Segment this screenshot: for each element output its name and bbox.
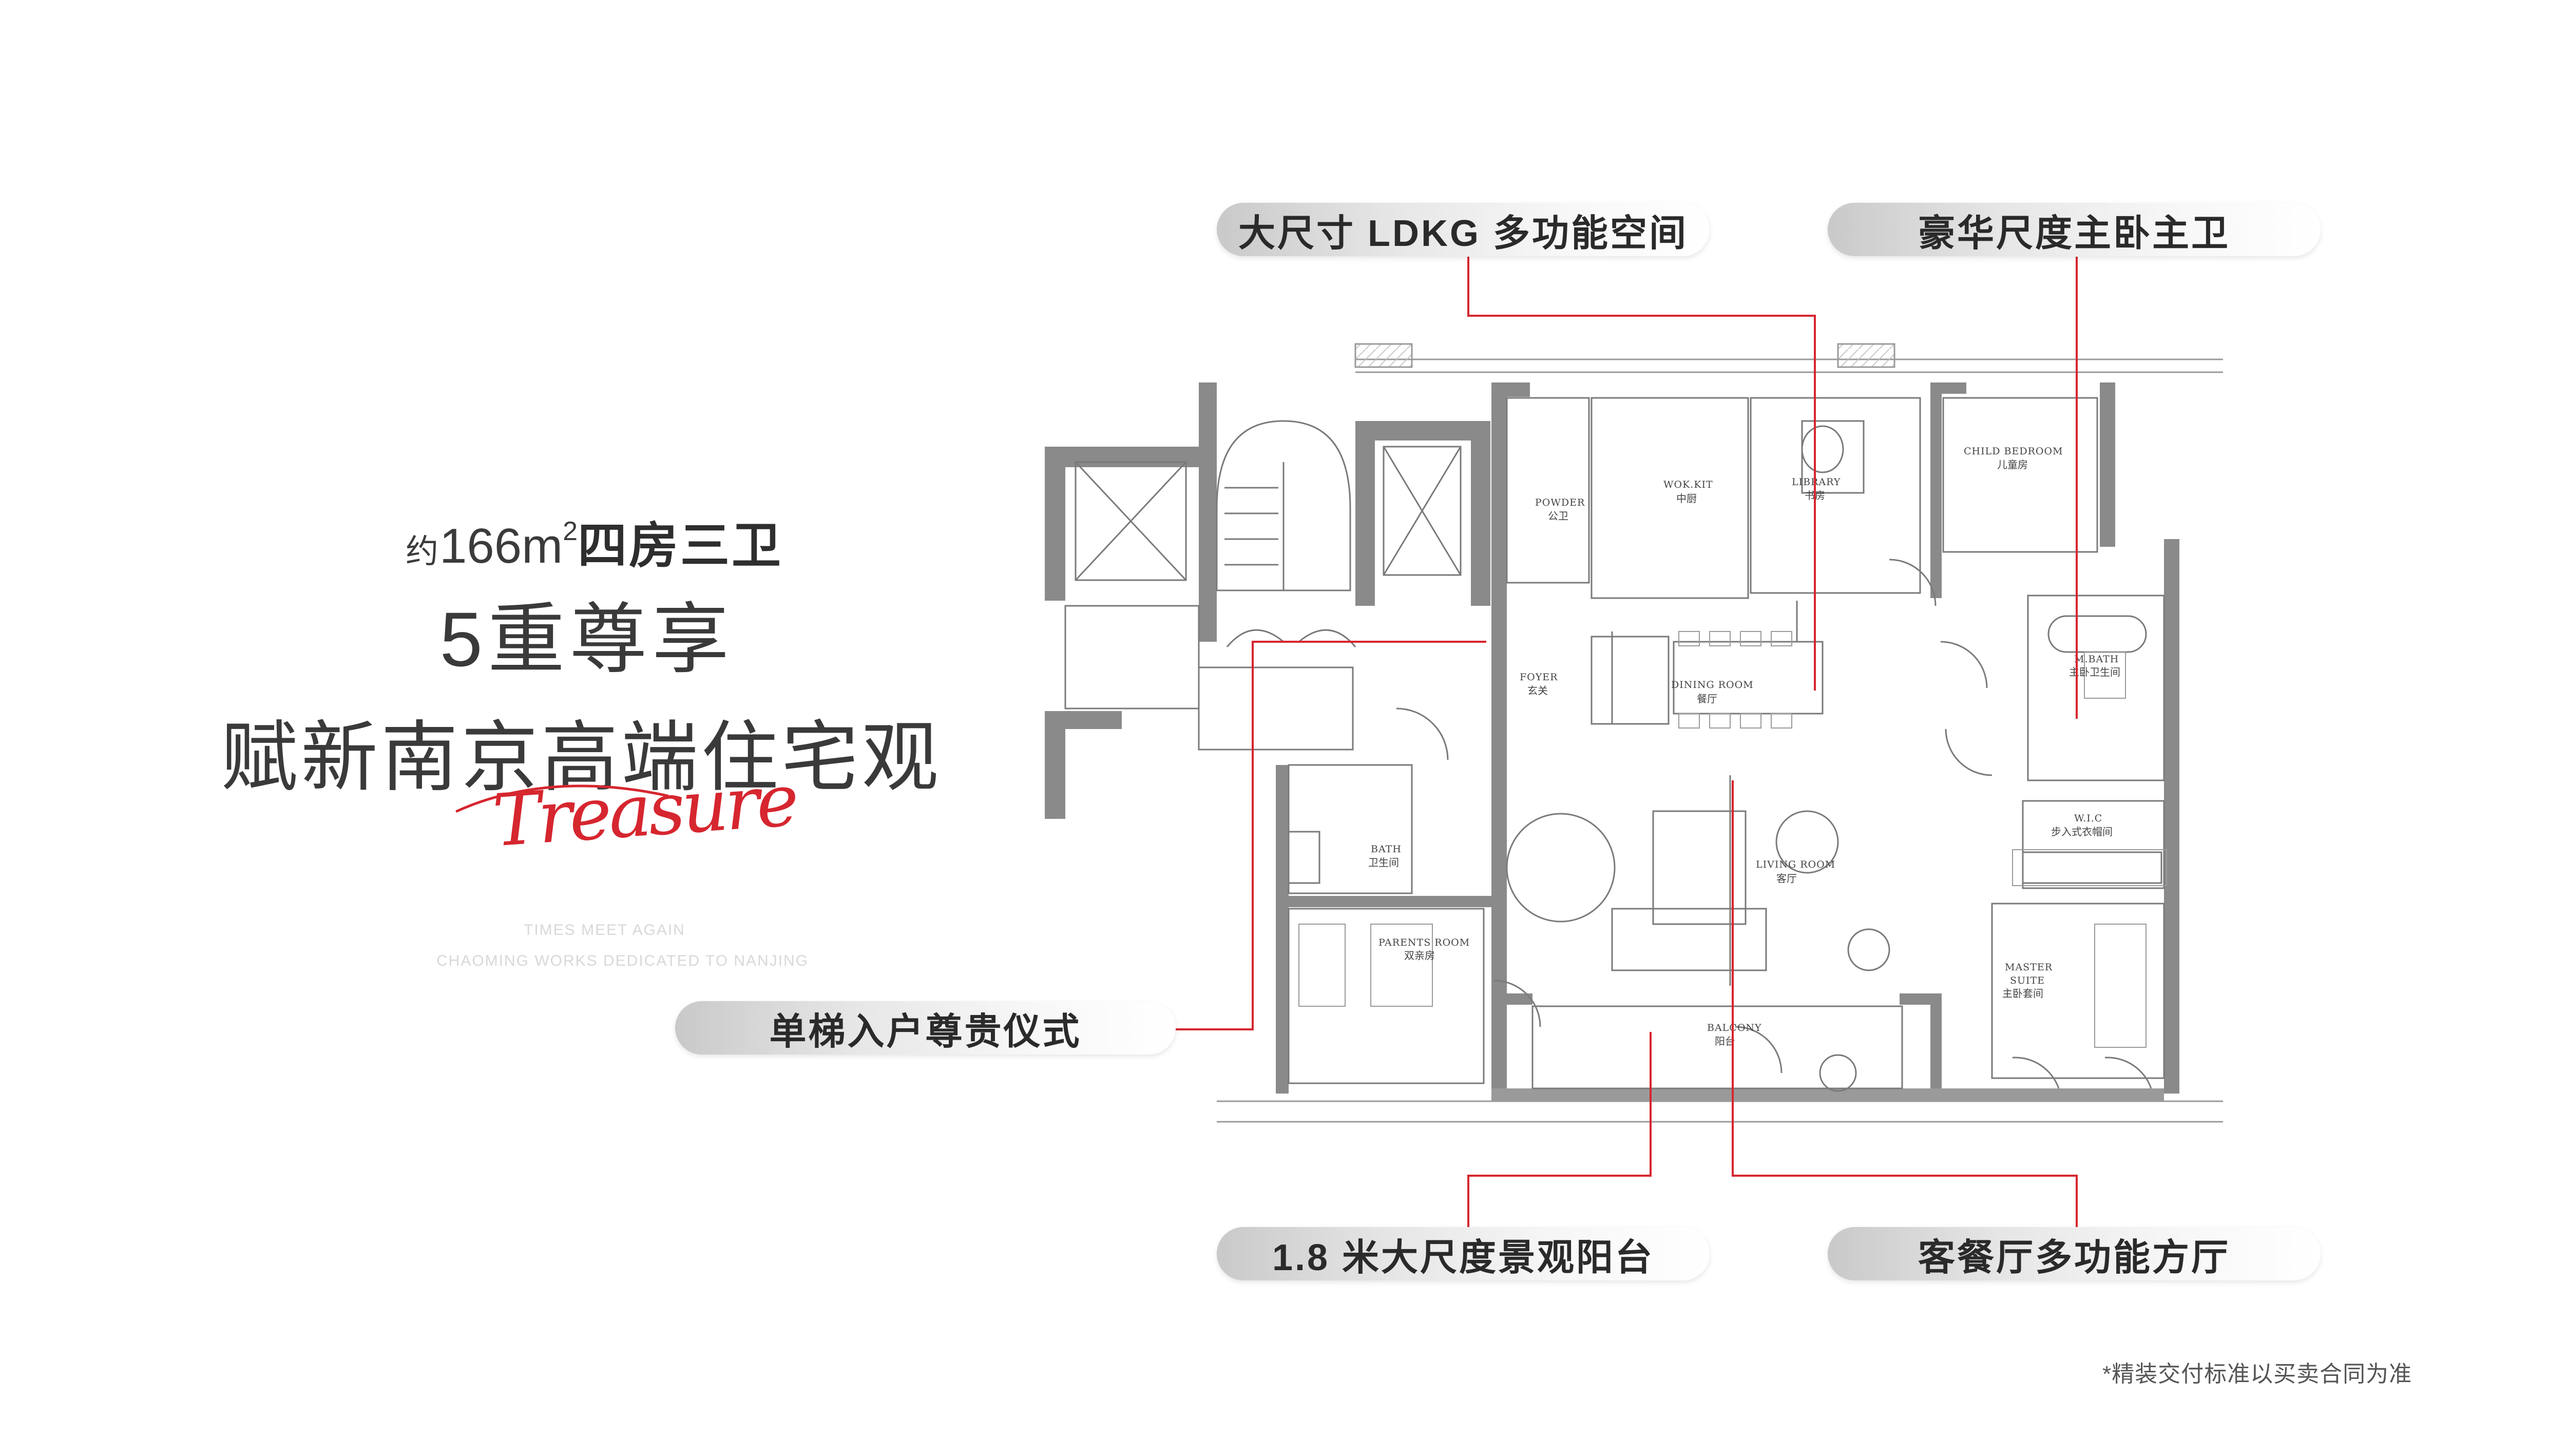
label-bath-en: BATH: [1371, 844, 1402, 855]
label-master-en-1: MASTER: [2005, 962, 2053, 973]
label-child-en: CHILD BEDROOM: [1964, 446, 2063, 457]
label-bath-cn: 卫生间: [1368, 856, 1399, 869]
leader-living: [1732, 780, 2078, 1227]
callout-private-lift: 单梯入户尊贵仪式: [675, 1001, 1176, 1055]
label-wic-cn: 步入式衣帽间: [2051, 826, 2113, 838]
headline-2: 赋新南京高端住宅观: [221, 714, 942, 800]
area-prefix: 约: [406, 533, 439, 570]
leader-lines: [1176, 257, 2078, 1227]
callout-balcony: 1.8 米大尺度景观阳台: [1217, 1227, 1710, 1280]
label-foyer-cn: 玄关: [1527, 684, 1548, 697]
label-living-cn: 客厅: [1776, 872, 1797, 885]
label-living-en: LIVING ROOM: [1756, 859, 1835, 870]
headline-1: 5重尊享: [439, 596, 734, 682]
callout-ldkg: 大尺寸 LDKG 多功能空间: [1217, 203, 1710, 256]
area-value: 166m: [439, 519, 563, 573]
label-wokkit-en: WOK.KIT: [1663, 479, 1713, 490]
script-swash-decoration: [455, 784, 669, 813]
area-rooms: 四房三卫: [578, 519, 783, 573]
label-powder-cn: 公卫: [1548, 510, 1568, 522]
tagline-1: TIMES MEET AGAIN: [524, 922, 685, 938]
label-dining-en: DINING ROOM: [1671, 679, 1754, 691]
label-wokkit-cn: 中厨: [1676, 492, 1697, 505]
callout-living-hall: 客餐厅多功能方厅: [1828, 1227, 2321, 1280]
leader-lift: [1176, 641, 1486, 1030]
leader-balcony: [1467, 1032, 1652, 1227]
tagline-2: CHAOMING WORKS DEDICATED TO NANJING: [436, 952, 809, 969]
footnote: *精装交付标准以买卖合同为准: [2102, 1362, 2412, 1387]
leader-ldkg: [1467, 257, 1816, 691]
area-line: 约166m2四房三卫: [406, 506, 783, 577]
callout-master-suite: 豪华尺度主卧主卫: [1828, 203, 2321, 256]
label-master-en-2: SUITE: [2010, 975, 2045, 986]
interior-lines: [1288, 397, 2165, 1092]
label-mbath-en: M.BATH: [2074, 654, 2119, 665]
label-parents-cn: 双亲房: [1404, 949, 1435, 962]
label-library-en: LIBRARY: [1792, 476, 1841, 488]
core-block: [1045, 382, 1490, 819]
plan-labels: POWDER 公卫 WOK.KIT 中厨 LIBRARY 书房 CHILD BE…: [1368, 446, 2120, 1047]
label-foyer-en: FOYER: [1520, 672, 1558, 683]
label-parents-en: PARENTS ROOM: [1378, 937, 1470, 948]
label-dining-cn: 餐厅: [1697, 693, 1717, 705]
core-lines: [1064, 420, 1462, 751]
unit-walls: [1276, 382, 2179, 1101]
label-wic-en: W.I.C: [2074, 813, 2102, 824]
area-unit-sup: 2: [563, 516, 578, 546]
label-child-cn: 儿童房: [1997, 458, 2028, 471]
label-balcony-en: BALCONY: [1707, 1022, 1762, 1033]
furniture-marks: [1298, 631, 2167, 1048]
label-powder-en: POWDER: [1535, 497, 1585, 508]
label-master-cn: 主卧套间: [2002, 987, 2043, 1000]
